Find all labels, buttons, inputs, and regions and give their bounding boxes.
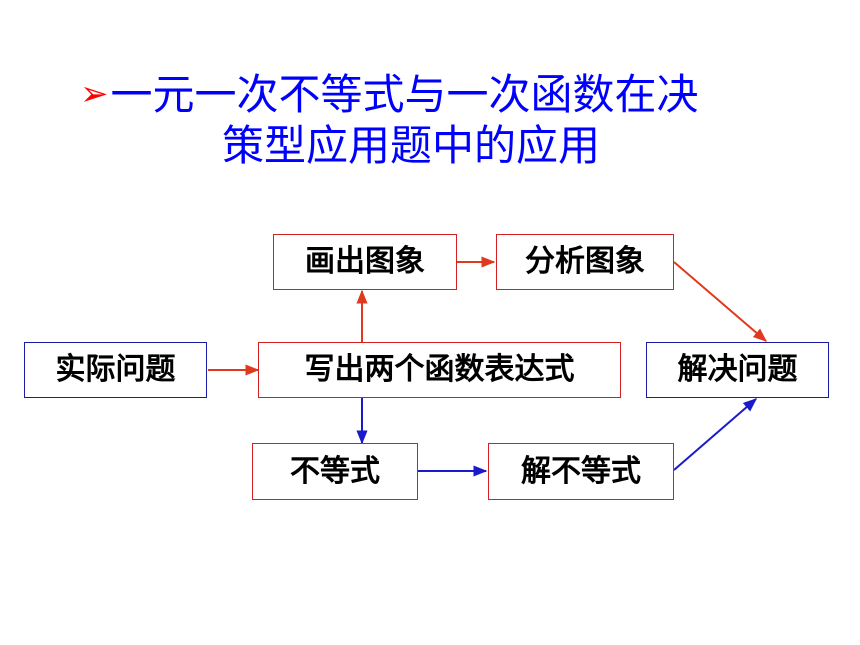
draw-graph-box: 画出图象	[273, 234, 457, 290]
slide-title-line-1: ➢一元一次不等式与一次函数在决	[80, 74, 699, 116]
write-functions-box: 写出两个函数表达式	[258, 342, 621, 398]
arrow-solve-ineq-to-solve	[673, 398, 758, 471]
slide-title-text-1: 一元一次不等式与一次函数在决	[110, 70, 699, 119]
solve-inequality-box: 解不等式	[488, 443, 674, 500]
solve-problem-box: 解决问题	[646, 342, 829, 398]
arrow-bullet-icon: ➢	[80, 74, 109, 114]
arrow-analyze-to-solve	[673, 261, 768, 342]
analyze-graph-box: 分析图象	[496, 234, 674, 290]
inequality-box: 不等式	[252, 443, 418, 500]
slide-title-line-2: 策型应用题中的应用	[222, 121, 601, 170]
real-problem-box: 实际问题	[24, 342, 207, 398]
